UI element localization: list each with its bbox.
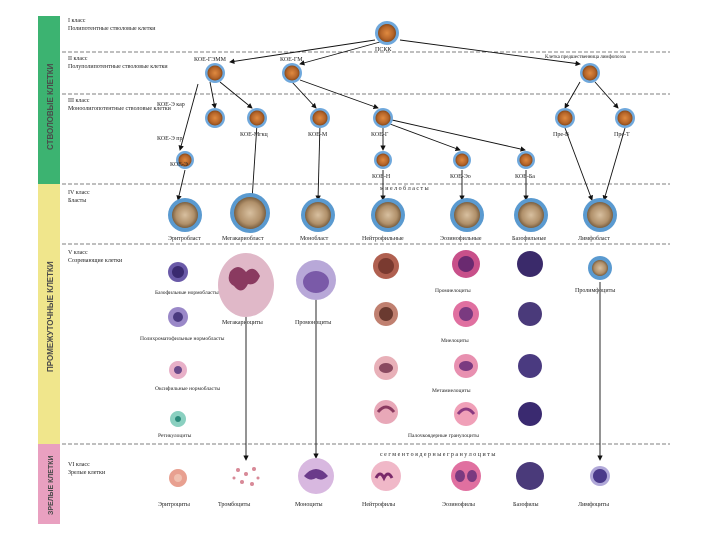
class-4-title: IV класс bbox=[68, 190, 90, 196]
segmented-label: с е г м е н т о я д е р н ы е г р а н у … bbox=[380, 452, 495, 458]
stem-row3-label-1: КОЕ-Мгкц bbox=[240, 132, 269, 138]
gran-label-2: Миелоциты bbox=[441, 338, 469, 344]
band-stem-label: СТВОЛОВЫЕ КЛЕТКИ bbox=[46, 63, 55, 150]
mature-label-2: Тромбоциты bbox=[218, 501, 250, 508]
blast-label-7: Лимфобласт bbox=[578, 235, 610, 242]
stem-row2-label-1: КОЕ-ГЭММ bbox=[194, 57, 227, 63]
basophil-maturing-cells bbox=[517, 251, 543, 426]
band-intermediate bbox=[38, 184, 60, 444]
stem-row3-left-3: КОЕ-Э bbox=[170, 162, 188, 168]
mature-label-5: Эозинофилы bbox=[442, 501, 475, 508]
stem-row2-label-3: Клетка предшественница лимфопоэза bbox=[545, 55, 627, 60]
mature-label-1: Эритроциты bbox=[158, 502, 190, 508]
blast-label-2: Мегакариобласт bbox=[222, 235, 264, 242]
gran-label-1: Промиелоциты bbox=[435, 288, 471, 294]
promonocyte-cell bbox=[296, 260, 336, 300]
stem-row2-cells bbox=[205, 63, 600, 83]
band-intermediate-label: ПРОМЕЖУТОЧНЫЕ КЛЕТКИ bbox=[46, 261, 55, 372]
mature-cells bbox=[169, 458, 610, 494]
megakaryocyte-cell bbox=[218, 253, 274, 317]
prolymphocyte-cell bbox=[588, 256, 612, 280]
blast-label-5: Эозинофильные bbox=[440, 235, 482, 242]
class-3-title: III класс bbox=[68, 98, 90, 104]
class-5-subtitle: Созревающие клетки bbox=[68, 258, 123, 264]
class-2-subtitle: Полуполипотентные стволовые клетки bbox=[68, 64, 168, 70]
class-5-title: V класс bbox=[68, 250, 88, 256]
stem-row3-left-1: КОЕ-Э кар bbox=[157, 102, 185, 108]
gran-label-4: Палочкоядерные гранулоциты bbox=[408, 433, 479, 439]
erythro-label-4: Ретикулоциты bbox=[158, 433, 192, 439]
pssc-label: ПСКК bbox=[375, 47, 392, 53]
myeloblasts-label: м и е л о б л а с т ы bbox=[380, 185, 429, 192]
blast-label-1: Эритробласт bbox=[168, 235, 201, 242]
pssc-cell bbox=[375, 21, 399, 45]
erythro-label-1: Базофильные нормобласты bbox=[155, 289, 219, 296]
erythro-label-2: Полихроматофильные нормобласты bbox=[140, 335, 225, 342]
class-4-subtitle: Бласты bbox=[68, 198, 86, 204]
stem-row3-label-5: Пре-Т bbox=[614, 132, 630, 138]
band-mature bbox=[38, 444, 60, 524]
band-stem bbox=[38, 16, 60, 184]
blast-label-4: Нейтрофильные bbox=[362, 235, 404, 242]
stem-row3b-label-1: КОЕ-Н bbox=[372, 174, 391, 180]
eosinophil-maturing-cells bbox=[452, 250, 480, 426]
neutrophil-maturing-cells bbox=[373, 253, 399, 424]
blast-cells bbox=[168, 193, 617, 233]
class-1-subtitle: Полипотентные стволовые клетки bbox=[68, 26, 156, 32]
mega-label: Мегакариоциты bbox=[222, 320, 263, 326]
class-1-title: I класс bbox=[68, 18, 86, 24]
mature-label-4: Нейтрофилы bbox=[362, 501, 395, 508]
stem-row3-label-2: КОЕ-М bbox=[308, 132, 328, 138]
class-2-title: II класс bbox=[68, 56, 88, 62]
blast-label-6: Базофильные bbox=[512, 235, 547, 242]
erythro-label-3: Оксифильные нормобласты bbox=[155, 385, 220, 392]
erythroid-maturing-cells bbox=[168, 262, 188, 427]
class-3-subtitle: Моноолигопотентные стволовые клетки bbox=[68, 106, 172, 112]
band-mature-label: ЗРЕЛЫЕ КЛЕТКИ bbox=[48, 455, 55, 515]
gran-label-3: Метамиелоциты bbox=[432, 388, 471, 394]
stem-row3b-label-2: КОЕ-Эо bbox=[450, 174, 471, 180]
mature-label-7: Лимфоциты bbox=[578, 501, 609, 508]
stem-row3b-label-3: КОЕ-Ба bbox=[515, 174, 535, 180]
mature-label-6: Базофилы bbox=[513, 501, 539, 508]
stem-row3-left-2: КОЕ-Э пр bbox=[157, 136, 183, 142]
stem-row3-label-4: Пре-В bbox=[553, 132, 569, 138]
mono-label: Промоноциты bbox=[295, 320, 331, 326]
class-6-subtitle: Зрелые клетки bbox=[68, 470, 106, 476]
lymph-label: Пролимфоциты bbox=[575, 287, 615, 294]
stem-row2-label-2: КОЕ-ГМ bbox=[280, 57, 303, 63]
mature-label-3: Моноциты bbox=[295, 502, 322, 508]
class-6-title: VI класс bbox=[68, 462, 90, 468]
stem-row3-label-3: КОЕ-Г bbox=[371, 132, 389, 138]
blast-label-3: Монобласт bbox=[300, 235, 329, 242]
stem-row3-cells bbox=[176, 108, 635, 169]
